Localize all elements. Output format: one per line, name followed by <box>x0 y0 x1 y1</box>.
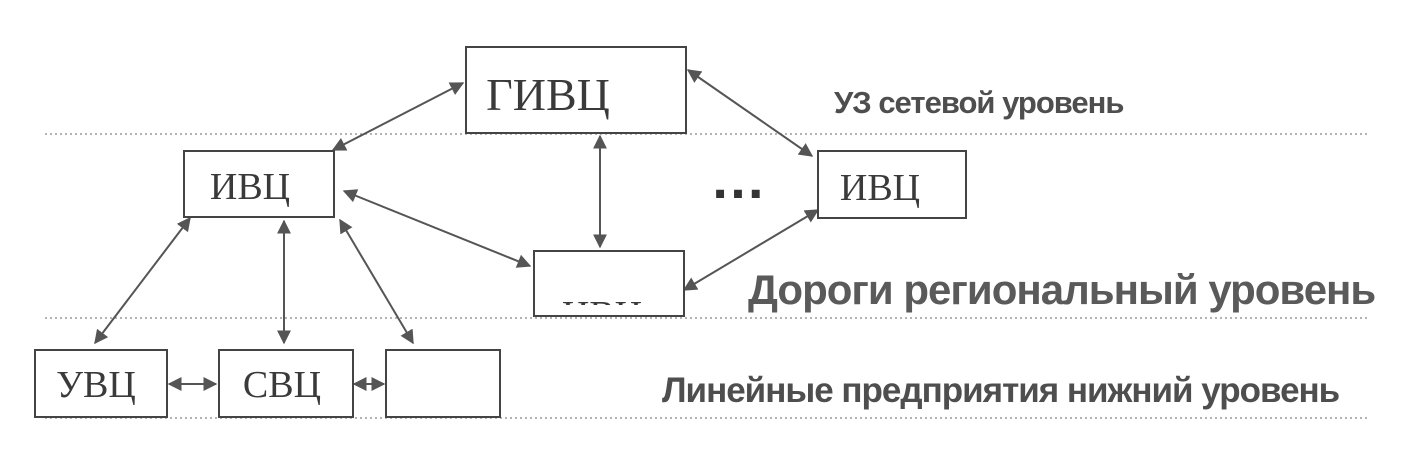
label-svc: СВЦ <box>243 364 321 406</box>
label-road-center: ИВЦ <box>562 294 642 336</box>
label-givc: ГИВЦ <box>486 69 610 120</box>
box-road-center <box>533 250 685 317</box>
level-regional-label: Дороги региональный уровень <box>748 266 1375 313</box>
arrow-ivc-left-uvc <box>94 216 191 345</box>
box-blank <box>385 349 501 418</box>
label-ivc-left: ИВЦ <box>210 166 290 208</box>
ellipsis-marker: … <box>710 147 766 210</box>
arrow-ivc-left-givc <box>331 82 465 151</box>
arrow-givc-ivc-right <box>686 69 814 157</box>
box-ivc-left <box>183 150 335 218</box>
label-ivc-right: ИВЦ <box>840 167 920 209</box>
box-uvc <box>34 349 168 418</box>
level-network-label: УЗ сетевой уровень <box>834 85 1123 120</box>
box-givc <box>465 46 687 134</box>
box-svc <box>218 349 354 418</box>
arrow-ivc-left-road <box>342 189 532 268</box>
arrow-road-ivc-right <box>682 209 820 291</box>
level-lower-label: Линейные предприятия нижний уровень <box>662 371 1340 410</box>
arrow-ivc-left-blank <box>339 218 414 345</box>
box-ivc-right <box>817 150 967 219</box>
label-uvc: УВЦ <box>56 364 136 406</box>
